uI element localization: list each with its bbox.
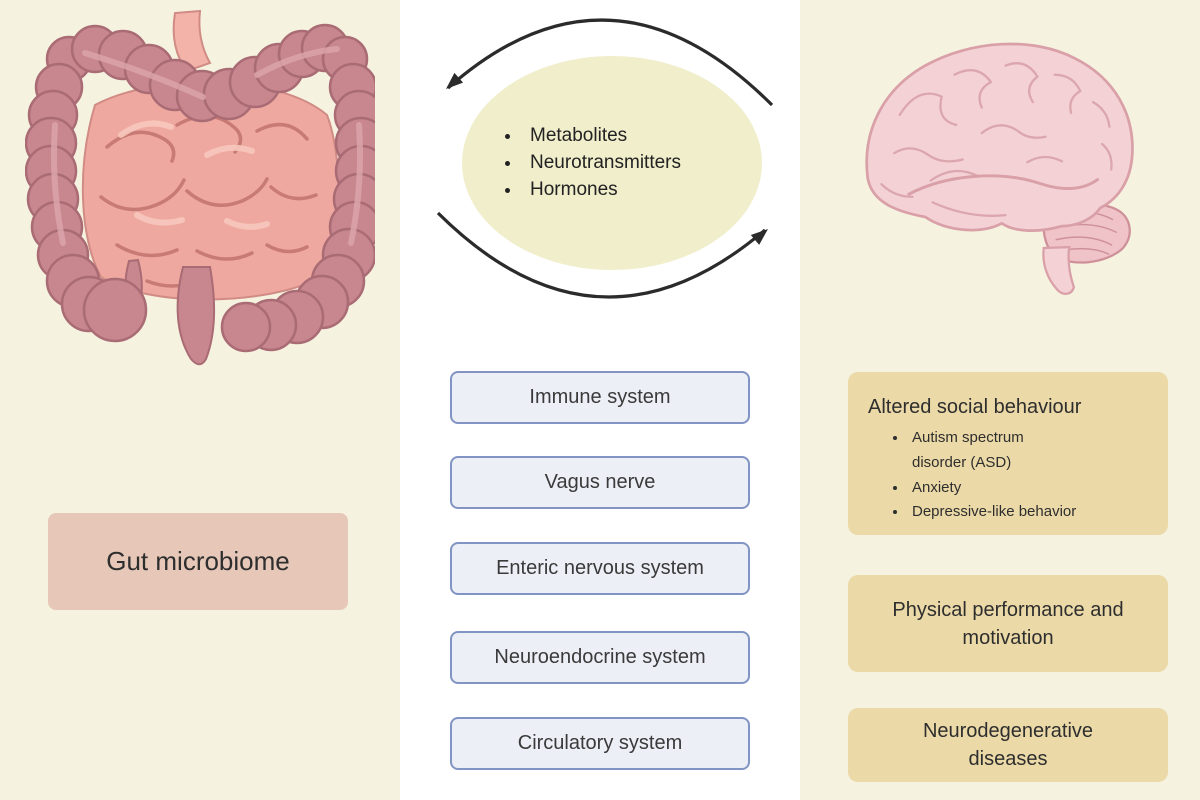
brain-to-gut-arrow <box>446 18 774 107</box>
gut-to-brain-arrow <box>436 211 768 299</box>
pathways-panel: Metabolites Neurotransmitters Hormones I… <box>400 0 800 800</box>
messenger-item: Neurotransmitters <box>522 149 681 176</box>
messengers-ellipse <box>462 56 762 270</box>
gut-microbiome-label: Gut microbiome <box>48 513 348 610</box>
outcome-box-neurodegenerative-diseases: Neurodegenerative diseases <box>848 708 1168 782</box>
intestine-illustration <box>25 9 375 366</box>
pathway-box-immune-system: Immune system <box>450 371 750 424</box>
pathway-box-vagus-nerve: Vagus nerve <box>450 456 750 509</box>
messenger-item: Hormones <box>522 176 681 203</box>
outcome-box-altered-social-behaviour: Altered social behaviour Autism spectrum… <box>848 372 1168 535</box>
altered-social-title: Altered social behaviour <box>868 396 1082 418</box>
altered-social-list: Autism spectrum disorder (ASD) Anxiety D… <box>868 426 1156 525</box>
messenger-list: Metabolites Neurotransmitters Hormones <box>504 122 681 203</box>
altered-social-item: Autism spectrum disorder (ASD) <box>908 426 1082 476</box>
pathway-box-neuroendocrine-system: Neuroendocrine system <box>450 631 750 684</box>
altered-social-item: Anxiety <box>908 476 1082 501</box>
brain-illustration <box>865 42 1134 295</box>
messenger-item: Metabolites <box>522 122 681 149</box>
brain-panel: Altered social behaviour Autism spectrum… <box>800 0 1200 800</box>
outcome-box-physical-performance: Physical performance and motivation <box>848 575 1168 672</box>
pathway-box-circulatory-system: Circulatory system <box>450 717 750 770</box>
pathway-box-enteric-nervous-system: Enteric nervous system <box>450 542 750 595</box>
altered-social-item: Depressive-like behavior <box>908 500 1082 525</box>
gut-panel: Gut microbiome <box>0 0 400 800</box>
exchange-cycle-graphic <box>436 18 774 299</box>
